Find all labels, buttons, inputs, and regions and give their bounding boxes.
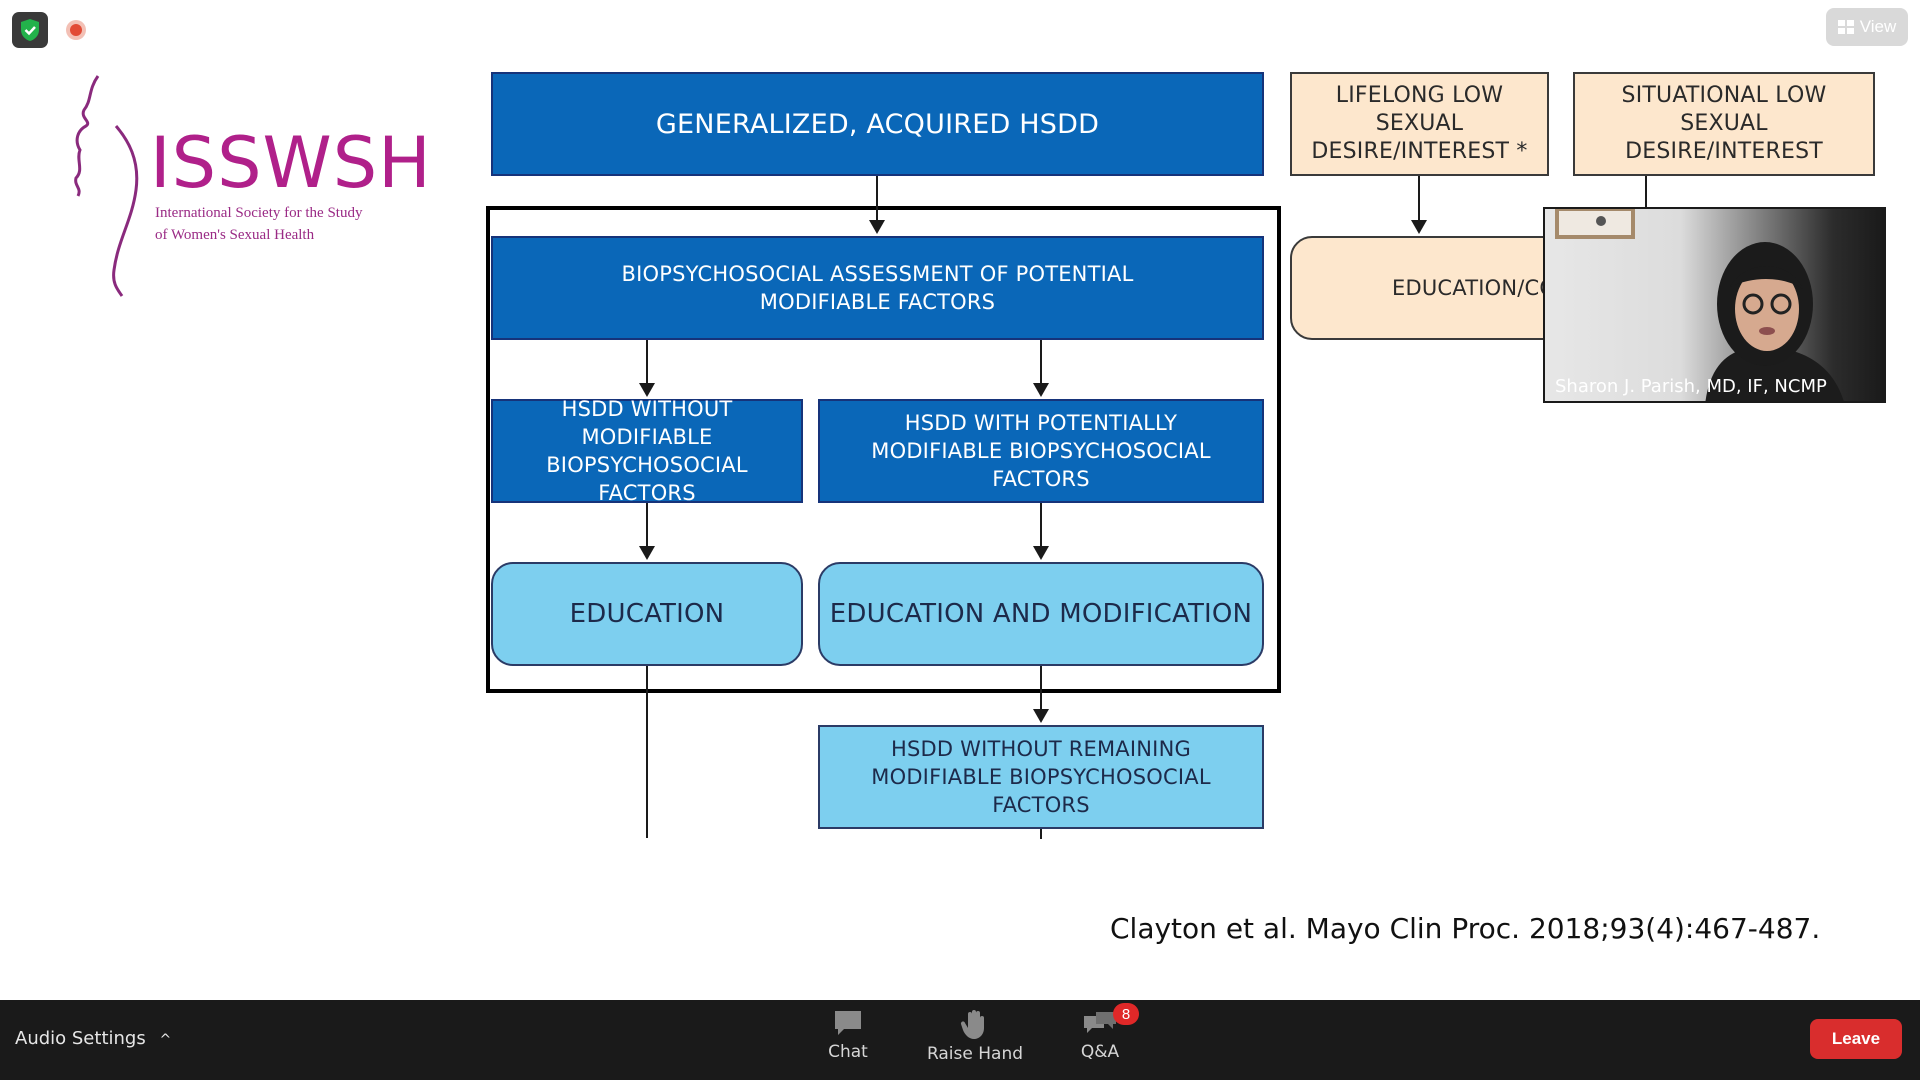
grid-view-icon bbox=[1837, 20, 1854, 34]
arrow-down-icon bbox=[639, 383, 655, 397]
education-box: EDUCATION bbox=[491, 562, 803, 666]
with-modifiable-box: HSDD WITH POTENTIALLY MODIFIABLE BIOPSYC… bbox=[818, 399, 1264, 503]
shield-icon bbox=[21, 19, 39, 41]
view-button[interactable]: View bbox=[1826, 8, 1908, 46]
isswsh-logo bbox=[70, 70, 370, 300]
connector-line bbox=[646, 503, 648, 546]
connector-line bbox=[646, 666, 648, 838]
education-label: EDUCATION bbox=[569, 599, 725, 629]
logo-subtitle-line1: International Society for the Study bbox=[155, 205, 363, 221]
security-shield-button[interactable] bbox=[12, 12, 48, 48]
connector-line bbox=[1040, 503, 1042, 546]
arrow-down-icon bbox=[1033, 709, 1049, 723]
view-label: View bbox=[1859, 17, 1897, 36]
leave-button[interactable]: Leave bbox=[1810, 1019, 1902, 1059]
qa-icon bbox=[1084, 1012, 1116, 1033]
flowchart-highlight-frame bbox=[486, 206, 1281, 693]
meeting-toolbar bbox=[0, 1000, 1920, 1080]
without-modifiable-box: HSDD WITHOUT MODIFIABLE BIOPSYCHOSOCIAL … bbox=[491, 397, 803, 505]
situational-box: SITUATIONAL LOW SEXUAL DESIRE/INTEREST bbox=[1573, 72, 1875, 176]
qa-label: Q&A bbox=[1080, 1042, 1120, 1062]
qa-button[interactable]: Q&A bbox=[1045, 1008, 1155, 1078]
chat-button[interactable]: Chat bbox=[793, 1008, 903, 1078]
logo-subtitle-line2: of Women's Sexual Health bbox=[155, 227, 315, 243]
audio-settings-button[interactable]: Audio Settings ^ bbox=[15, 1028, 171, 1049]
chat-label: Chat bbox=[828, 1042, 868, 1062]
generalized-acquired-label: GENERALIZED, ACQUIRED HSDD bbox=[655, 108, 1100, 140]
connector-line bbox=[1418, 176, 1420, 220]
raise-hand-label: Raise Hand bbox=[926, 1044, 1024, 1064]
raise-hand-button[interactable]: Raise Hand bbox=[920, 1008, 1030, 1078]
education-modification-box: EDUCATION AND MODIFICATION bbox=[818, 562, 1264, 666]
arrow-down-icon bbox=[1411, 220, 1427, 234]
without-remaining-box: HSDD WITHOUT REMAINING MODIFIABLE BIOPSY… bbox=[818, 725, 1264, 829]
connector-line bbox=[876, 176, 878, 220]
situational-label: SITUATIONAL LOW SEXUAL DESIRE/INTEREST bbox=[1621, 83, 1827, 164]
education-modification-label: EDUCATION AND MODIFICATION bbox=[829, 599, 1253, 629]
arrow-down-icon bbox=[1033, 546, 1049, 560]
without-remaining-label: HSDD WITHOUT REMAINING MODIFIABLE BIOPSY… bbox=[871, 737, 1211, 817]
arrow-down-icon bbox=[639, 546, 655, 560]
participant-video bbox=[1555, 209, 1844, 401]
participant-video-tile[interactable]: Sharon J. Parish, MD, IF, NCMP bbox=[1543, 207, 1886, 403]
connector-line bbox=[1645, 176, 1647, 208]
lifelong-label: LIFELONG LOW SEXUAL DESIRE/INTEREST * bbox=[1311, 83, 1528, 164]
chat-icon bbox=[835, 1011, 861, 1035]
without-modifiable-label: HSDD WITHOUT MODIFIABLE BIOPSYCHOSOCIAL … bbox=[546, 397, 748, 505]
with-modifiable-label: HSDD WITH POTENTIALLY MODIFIABLE BIOPSYC… bbox=[871, 411, 1211, 491]
arrow-down-icon bbox=[869, 220, 885, 234]
participant-name: Sharon J. Parish, MD, IF, NCMP bbox=[1555, 376, 1827, 397]
connector-line bbox=[1040, 829, 1042, 839]
arrow-down-icon bbox=[1033, 383, 1049, 397]
assessment-label: BIOPSYCHOSOCIAL ASSESSMENT OF POTENTIAL … bbox=[621, 262, 1134, 314]
audio-settings-label: Audio Settings bbox=[15, 1028, 146, 1049]
connector-line bbox=[646, 340, 648, 383]
citation: Clayton et al. Mayo Clin Proc. 2018;93(4… bbox=[1110, 912, 1821, 945]
education-counseling-label: EDUCATION/CO bbox=[1392, 276, 1557, 300]
connector-line bbox=[1040, 666, 1042, 709]
lifelong-box: LIFELONG LOW SEXUAL DESIRE/INTEREST * bbox=[1290, 72, 1549, 176]
logo-title: ISSWSH bbox=[150, 122, 432, 204]
connector-line bbox=[1040, 340, 1042, 383]
recording-icon bbox=[64, 18, 88, 42]
logo-subtitle: International Society for the Study of W… bbox=[155, 202, 375, 246]
assessment-box: BIOPSYCHOSOCIAL ASSESSMENT OF POTENTIAL … bbox=[491, 236, 1264, 340]
generalized-acquired-box: GENERALIZED, ACQUIRED HSDD bbox=[491, 72, 1264, 176]
qa-count-badge: 8 bbox=[1113, 1003, 1139, 1025]
woman-silhouette-icon bbox=[74, 75, 139, 297]
raise-hand-icon bbox=[960, 1010, 984, 1039]
chevron-up-icon: ^ bbox=[159, 1032, 172, 1048]
